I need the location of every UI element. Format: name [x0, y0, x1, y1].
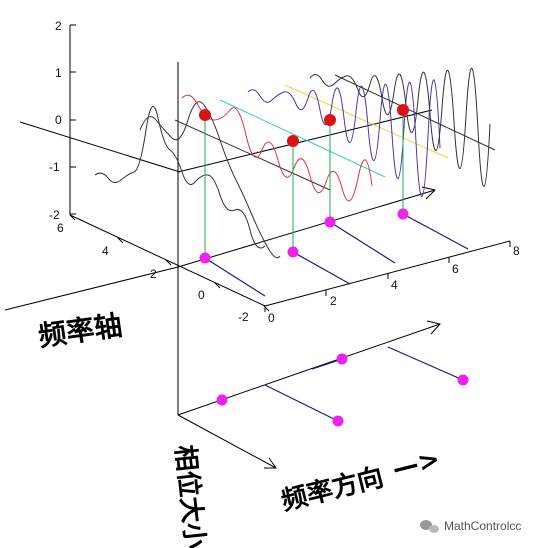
- stems: [204, 110, 404, 258]
- wave-component-4: [309, 67, 491, 187]
- phase-point: [397, 208, 409, 220]
- watermark-text: MathControlcc: [444, 519, 521, 533]
- guide-line-teal: [219, 99, 386, 178]
- phase-plane-points: [199, 208, 409, 264]
- arrowhead: [426, 320, 441, 335]
- plane-line: [19, 121, 181, 173]
- depth-tick-label: 4: [102, 244, 109, 258]
- z-tick-label: -2: [49, 208, 60, 222]
- frequency-direction-arrow: —>: [389, 444, 443, 485]
- plane-line: [177, 109, 433, 173]
- freq-tick-label: 4: [391, 278, 398, 292]
- wave-component-1: [139, 101, 281, 259]
- phase-plane-arrow: [177, 189, 436, 268]
- wave-component-3: [247, 79, 441, 197]
- phase-point: [457, 374, 469, 386]
- phase-point: [287, 246, 299, 258]
- freq-tick-label: 6: [452, 262, 459, 276]
- amplitude-points: [199, 104, 409, 147]
- phase-points-2d: [216, 353, 469, 427]
- phase-magnitude-label: 相位大小: [169, 443, 211, 548]
- z-tick-label: 0: [55, 113, 62, 127]
- phase-point: [332, 415, 344, 427]
- frequency-axis-label: 频率轴: [36, 309, 124, 353]
- phase-diagram: [177, 320, 469, 469]
- amplitude-point: [199, 109, 211, 121]
- depth-tick-label: 6: [57, 221, 64, 235]
- z-tick-label: 2: [55, 19, 62, 33]
- wave-component-2: [181, 94, 373, 202]
- depth-axis-line: [69, 214, 266, 307]
- arrowhead: [264, 457, 277, 469]
- phase-point: [216, 394, 228, 406]
- phase-sticks: [204, 213, 469, 297]
- z-axis-ticks: [70, 24, 76, 215]
- z-tick-label: 1: [55, 66, 62, 80]
- arrowhead: [421, 186, 436, 200]
- freq-tick-label: 8: [513, 244, 520, 258]
- amplitude-point: [287, 135, 299, 147]
- z-tick-label: -1: [49, 160, 60, 174]
- depth-tick-label: 2: [150, 267, 157, 281]
- freq-axis-ticks: [264, 241, 511, 312]
- phase-point: [336, 353, 348, 365]
- phase-point: [199, 252, 211, 264]
- horizontal-axis: [4, 266, 179, 311]
- plot-3d: 2 1 0 -1 -2 6 4 2 0 -2 0 2 4 6 8: [4, 19, 520, 415]
- wechat-icon: [420, 520, 439, 533]
- phase-point: [324, 216, 336, 228]
- phase-axis-down: [177, 414, 277, 469]
- guide-line-yellow: [284, 84, 449, 159]
- depth-tick-label: 0: [198, 288, 205, 302]
- frequency-direction-label: 频率方向: [278, 462, 386, 517]
- amplitude-point: [324, 114, 336, 126]
- watermark: MathControlcc: [420, 519, 521, 533]
- guide-line-dark: [334, 74, 496, 151]
- freq-tick-label: 2: [330, 294, 337, 308]
- depth-tick-label: -2: [238, 310, 249, 324]
- freq-tick-label: 0: [268, 311, 275, 325]
- amplitude-point: [397, 104, 409, 116]
- wave-composite: [94, 106, 266, 249]
